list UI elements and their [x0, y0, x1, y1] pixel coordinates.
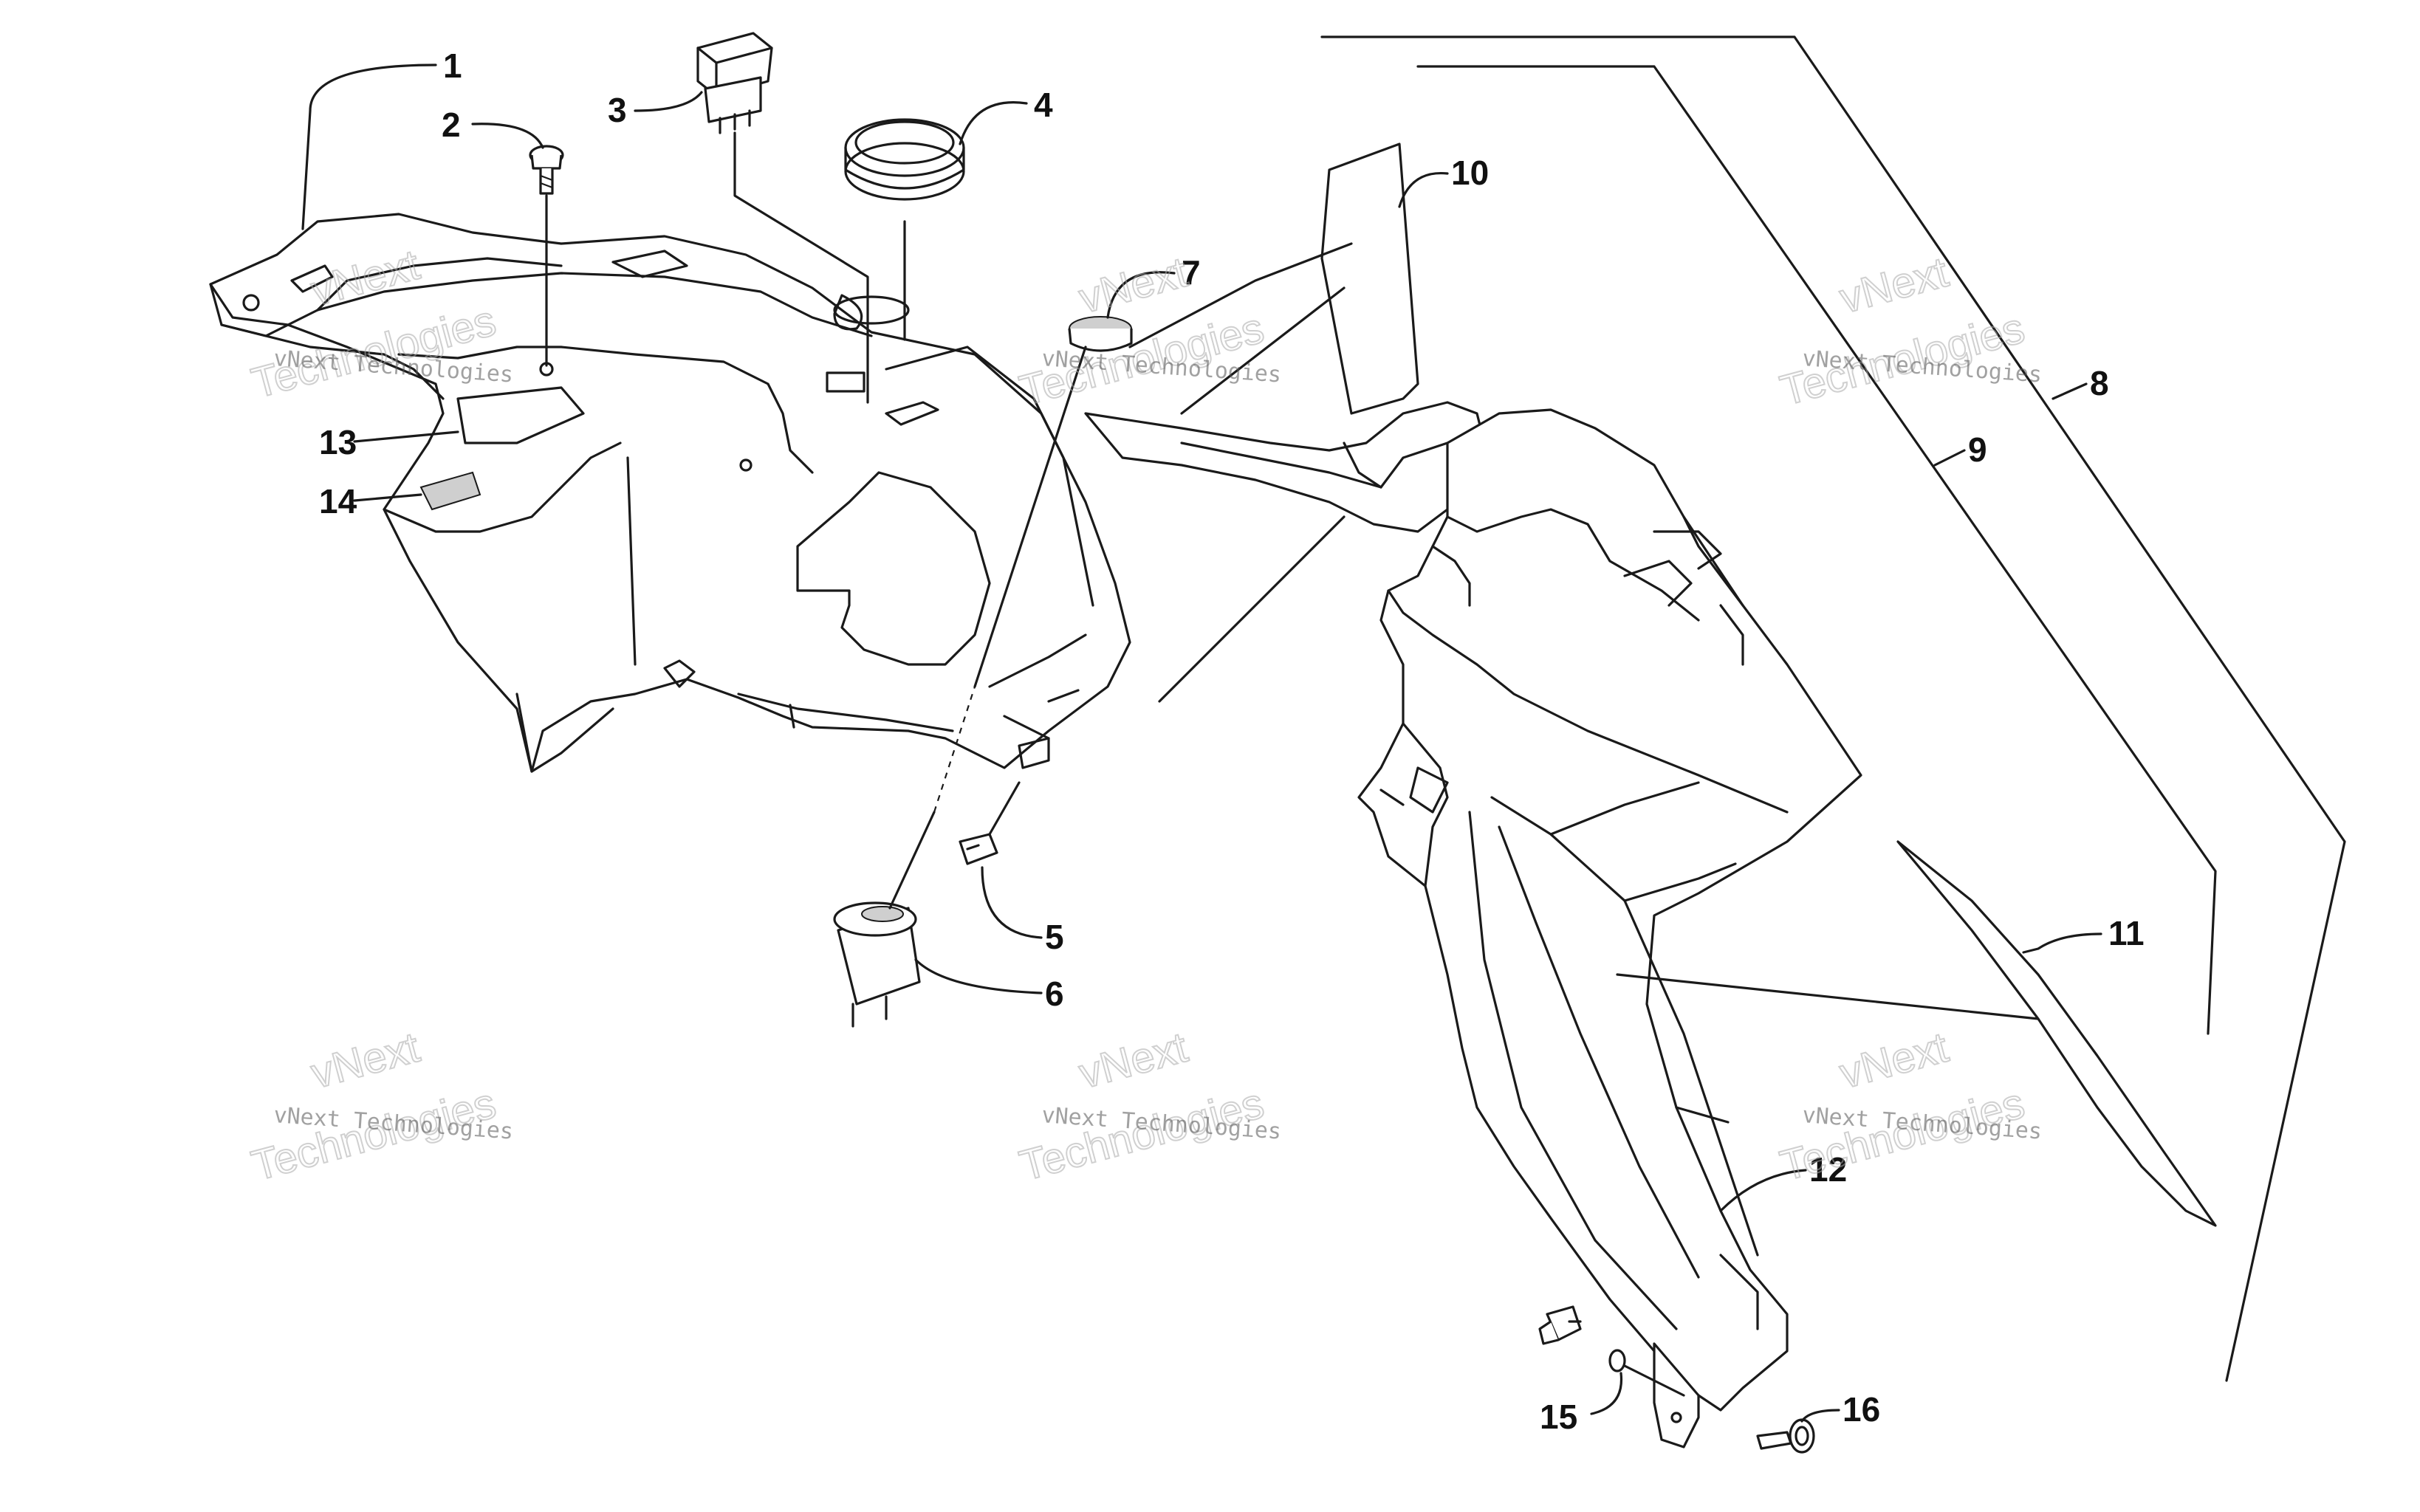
- callout-11: 11: [2108, 914, 2145, 952]
- callout-15: 15: [1540, 1398, 1577, 1436]
- callout-12: 12: [1809, 1150, 1847, 1189]
- part-14-label: [419, 471, 481, 511]
- svg-text:vNext: vNext: [306, 1023, 424, 1098]
- callout-9: 9: [1968, 430, 1987, 469]
- svg-text:vNext: vNext: [1074, 1023, 1192, 1098]
- callout-8: 8: [2090, 364, 2109, 402]
- watermark-3: vNext Technologies: [1775, 247, 2030, 416]
- watermark-6: vNext Technologies: [1775, 1023, 2030, 1191]
- svg-text:vNext: vNext: [1834, 1023, 1953, 1098]
- side-panel-assembly: [1084, 35, 2346, 1449]
- watermark-4: vNext Technologies: [246, 1023, 501, 1191]
- callout-16: 16: [1843, 1390, 1880, 1429]
- callout-numbers: 1 2 3 4 5 6 7 8 9 10 11 12 13 14 15 16: [319, 47, 2145, 1436]
- part-6-ignition: [833, 901, 921, 1028]
- part-5-clip: [959, 833, 998, 865]
- part-8-outline: [1320, 35, 2346, 1382]
- part-7-cap: [1068, 316, 1133, 352]
- part-3-switch: [696, 32, 773, 134]
- part-16-pin: [1756, 1418, 1815, 1454]
- callout-14: 14: [319, 482, 357, 520]
- svg-text:vNext: vNext: [1074, 248, 1192, 323]
- callout-3: 3: [608, 91, 627, 129]
- part-9-outline: [1416, 65, 2217, 1035]
- leader-lines: [301, 63, 2102, 1423]
- callout-2: 2: [442, 106, 461, 144]
- callout-5: 5: [1045, 918, 1064, 956]
- callout-6: 6: [1045, 975, 1064, 1013]
- callout-10: 10: [1451, 154, 1489, 192]
- callout-7: 7: [1182, 253, 1201, 292]
- part-12-upper-bar: [1084, 401, 1486, 533]
- dash-panel-assembly: [209, 213, 1131, 773]
- callout-4: 4: [1034, 86, 1053, 124]
- callout-1: 1: [443, 47, 462, 85]
- callout-13: 13: [319, 423, 357, 461]
- part-11-strip: [1896, 840, 2217, 1227]
- part-13-panel-body: [209, 213, 1131, 773]
- small-parts: [529, 32, 1133, 1028]
- part-2-screw: [529, 145, 564, 195]
- part-10-fin: [1320, 142, 1419, 415]
- svg-text:vNext: vNext: [1834, 248, 1953, 323]
- part-4-ring: [844, 118, 965, 201]
- watermark-2: vNext Technologies: [1014, 247, 1269, 416]
- watermark-5: vNext Technologies: [1014, 1023, 1269, 1191]
- part-15-fastener: [1538, 1305, 1626, 1372]
